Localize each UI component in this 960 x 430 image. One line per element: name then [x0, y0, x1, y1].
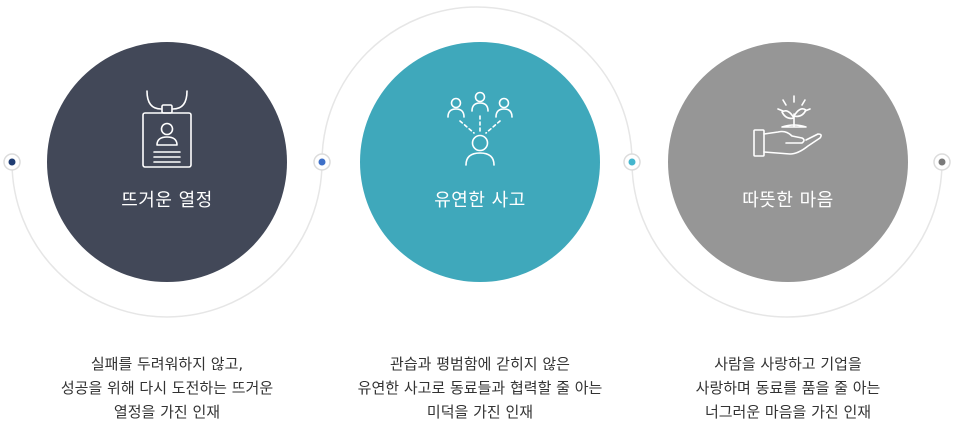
description-line: 사랑하며 동료를 품을 줄 아는: [695, 379, 881, 397]
description-line: 미덕을 가진 인재: [426, 403, 534, 421]
people-network-icon: [442, 90, 518, 168]
description-line: 관습과 평범함에 갇히지 않은: [390, 355, 570, 373]
value-description-warmth: 사람을 사랑하고 기업을 사랑하며 동료를 품을 줄 아는 너그러운 마음을 가…: [638, 352, 938, 424]
value-title: 뜨거운 열정: [121, 190, 213, 211]
value-description-passion: 실패를 두려워하지 않고, 성공을 위해 다시 도전하는 뜨거운 열정을 가진 …: [17, 352, 317, 424]
description-line: 실패를 두려워하지 않고,: [90, 355, 244, 373]
description-line: 너그러운 마음을 가진 인재: [704, 403, 872, 421]
ring-arc-3: [631, 161, 943, 318]
value-title: 따뜻한 마음: [742, 190, 834, 211]
description-line: 사람을 사랑하고 기업을: [714, 355, 862, 373]
description-line: 유연한 사고로 동료들과 협력할 줄 아는: [357, 379, 603, 397]
description-line: 열정을 가진 인재: [113, 403, 221, 421]
connector-dot-3: [623, 153, 641, 171]
value-circle-passion: 뜨거운 열정: [47, 42, 287, 282]
connector-dot-2: [313, 153, 331, 171]
ring-arc-2: [321, 6, 633, 163]
id-badge-icon: [129, 90, 205, 168]
value-circle-warmth: 따뜻한 마음: [668, 42, 908, 282]
value-description-flexibility: 관습과 평범함에 갇히지 않은 유연한 사고로 동료들과 협력할 줄 아는 미덕…: [330, 352, 630, 424]
ring-arc-1: [11, 161, 323, 318]
hand-sprout-icon: [750, 90, 826, 168]
value-title: 유연한 사고: [434, 190, 526, 211]
connector-dot-1: [3, 153, 21, 171]
connector-dot-4: [933, 153, 951, 171]
value-circle-flexibility: 유연한 사고: [360, 42, 600, 282]
description-line: 성공을 위해 다시 도전하는 뜨거운: [60, 379, 274, 397]
